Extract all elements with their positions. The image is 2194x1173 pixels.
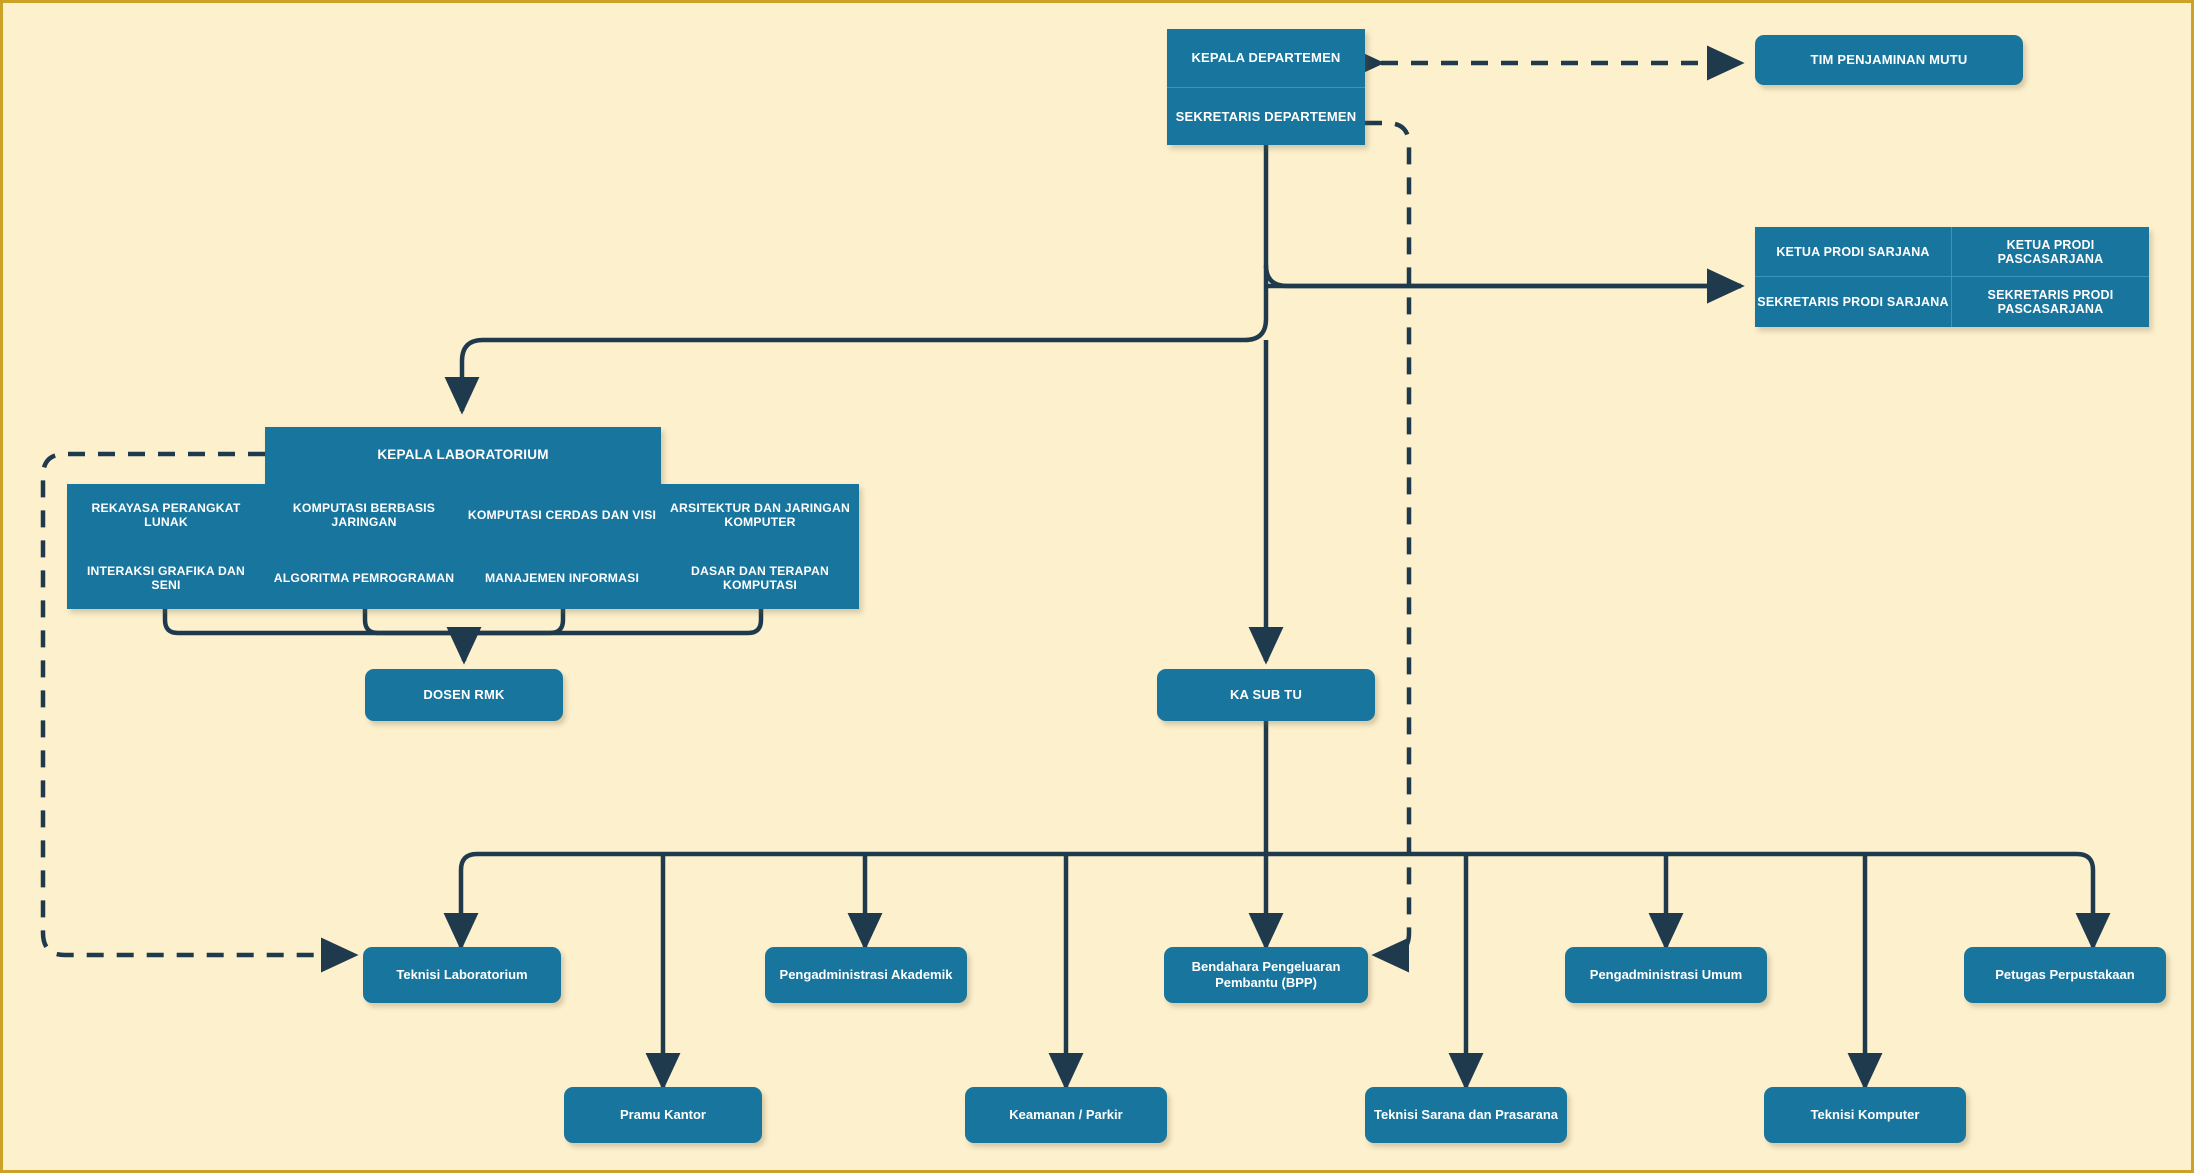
ketua-prodi-pascasarjana-cell[interactable]: KETUA PRODI PASCASARJANA [1952,227,2149,277]
department-group: KEPALA DEPARTEMEN SEKRETARIS DEPARTEMEN [1167,29,1365,145]
lab-group-komputasi-berbasis-jaringan[interactable]: KOMPUTASI BERBASIS JARINGAN [292,501,436,530]
laboratory-group-grid: REKAYASA PERANGKAT LUNAK KOMPUTASI BERBA… [67,484,859,609]
ketua-prodi-sarjana-cell[interactable]: KETUA PRODI SARJANA [1755,227,1952,277]
sekretaris-prodi-pascasarjana-cell[interactable]: SEKRETARIS PRODI PASCASARJANA [1987,288,2114,316]
sekretaris-departemen-box[interactable]: SEKRETARIS DEPARTEMEN [1167,86,1365,146]
petugas-perpustakaan-box[interactable]: Petugas Perpustakaan [1964,947,2166,1003]
sekretaris-prodi-sarjana-cell[interactable]: SEKRETARIS PRODI SARJANA [1755,277,1952,327]
tim-penjaminan-mutu-box[interactable]: TIM PENJAMINAN MUTU [1755,35,2023,85]
kepala-departemen-box[interactable]: KEPALA DEPARTEMEN [1191,50,1341,66]
keamanan-parkir-box[interactable]: Keamanan / Parkir [965,1087,1167,1143]
lab-group-manajemen-informasi[interactable]: MANAJEMEN INFORMASI [484,570,640,585]
lab-group-komputasi-cerdas-dan-visi[interactable]: KOMPUTASI CERDAS DAN VISI [467,508,657,523]
pengadministrasi-akademik-box[interactable]: Pengadministrasi Akademik [765,947,967,1003]
teknisi-sarana-dan-prasarana-box[interactable]: Teknisi Sarana dan Prasarana [1365,1087,1567,1143]
lab-group-dasar-dan-terapan-komputasi[interactable]: DASAR DAN TERAPAN KOMPUTASI [691,563,829,592]
pengadministrasi-umum-box[interactable]: Pengadministrasi Umum [1565,947,1767,1003]
bendahara-pengeluaran-pembantu-box[interactable]: Bendahara Pengeluaran Pembantu (BPP) [1164,947,1368,1003]
prodi-grid: KETUA PRODI SARJANA KETUA PRODI PASCASAR… [1755,227,2149,327]
pramu-kantor-box[interactable]: Pramu Kantor [564,1087,762,1143]
lab-group-arsitektur-dan-jaringan-komputer[interactable]: ARSITEKTUR DAN JARINGAN KOMPUTER [670,501,850,530]
kepala-laboratorium-box[interactable]: KEPALA LABORATORIUM [265,427,661,484]
teknisi-komputer-box[interactable]: Teknisi Komputer [1764,1087,1966,1143]
dosen-rmk-box[interactable]: DOSEN RMK [365,669,563,721]
ka-sub-tu-box[interactable]: KA SUB TU [1157,669,1375,721]
lab-group-rekayasa-perangkat-lunak[interactable]: REKAYASA PERANGKAT LUNAK [91,501,241,530]
teknisi-laboratorium-box[interactable]: Teknisi Laboratorium [363,947,561,1003]
lab-group-interaksi-grafika-dan-seni[interactable]: INTERAKSI GRAFIKA DAN SENI [86,563,246,592]
lab-group-algoritma-pemrograman[interactable]: ALGORITMA PEMROGRAMAN [273,570,455,585]
